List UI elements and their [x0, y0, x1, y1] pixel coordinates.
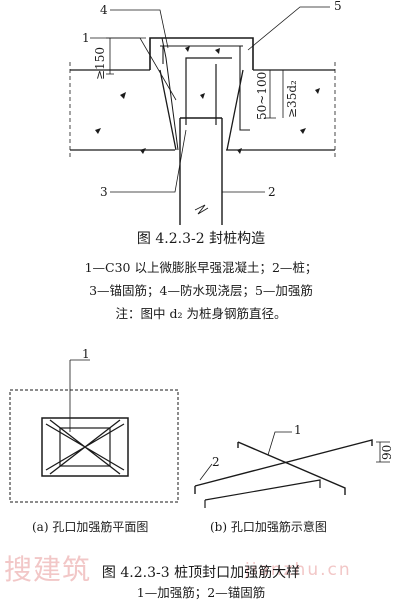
dim-side-label: 50~100	[255, 72, 269, 120]
concrete-aggregate-marks	[95, 46, 320, 154]
bar-long-3	[194, 439, 373, 487]
figure1-legend-line1: 1—C30 以上微膨胀早强混凝土；2—桩；	[84, 260, 318, 275]
callout-b-1: 1	[294, 423, 302, 437]
leader-4	[110, 9, 169, 49]
figure2-caption: 图 4.2.3-3 桩顶封口加强筋大样	[101, 565, 301, 581]
dim-150-line	[106, 37, 146, 75]
waterproof-cap-outline	[149, 37, 254, 70]
plan-outer-area	[9, 389, 179, 503]
leader-5	[247, 6, 330, 51]
dim-top-label: ≥150	[93, 47, 107, 80]
figure1-note: 注：图中 d₂ 为桩身钢筋直径。	[115, 306, 287, 321]
watermark-url: jianzhu.cn	[245, 560, 352, 580]
callout-3: 3	[100, 185, 108, 199]
figure1-caption: 图 4.2.3-2 封桩构造	[136, 231, 266, 247]
callout-5: 5	[334, 0, 342, 13]
reinforcing-bar-right	[239, 46, 250, 131]
dim-bend-label: 90	[380, 445, 394, 460]
leader-b1	[267, 431, 292, 456]
dim-anchor-label: ≥35d₂	[285, 80, 299, 118]
plan-cross-bars	[45, 419, 125, 475]
bar-long-1	[237, 441, 346, 495]
callout-a-1: 1	[82, 347, 90, 361]
callout-4: 4	[100, 3, 108, 17]
anchor-bar-left	[185, 57, 232, 125]
bar-anchor-1	[204, 479, 321, 501]
leader-3	[110, 129, 187, 193]
pile-cap-section-drawing: 4 5 1 3 2 ≥150 50~100 ≥35d₂	[69, 0, 342, 225]
plan-leader-1	[69, 359, 90, 432]
figure2-legend: 1—加强筋；2—锚固筋	[136, 585, 266, 600]
plan-hole-outer	[41, 417, 129, 477]
pile-break	[194, 204, 209, 215]
callout-b-2: 2	[212, 455, 220, 469]
hole-inner-left	[161, 37, 179, 151]
callout-2: 2	[268, 185, 276, 199]
dim-90-line	[376, 441, 390, 463]
figure1-legend-line2: 3—锚固筋；4—防水现浇层；5—加强筋	[89, 283, 313, 298]
leader-b2	[199, 463, 213, 481]
watermark-logo: 搜建筑	[4, 553, 92, 586]
figure2-sub-b-label: (b) 孔口加强筋示意图	[210, 520, 327, 534]
dim-side-line	[264, 70, 284, 119]
pile-outline	[179, 117, 223, 225]
callout-1: 1	[82, 31, 90, 45]
figure2-sub-a-label: (a) 孔口加强筋平面图	[32, 520, 149, 534]
plan-hole-inner	[59, 427, 111, 467]
